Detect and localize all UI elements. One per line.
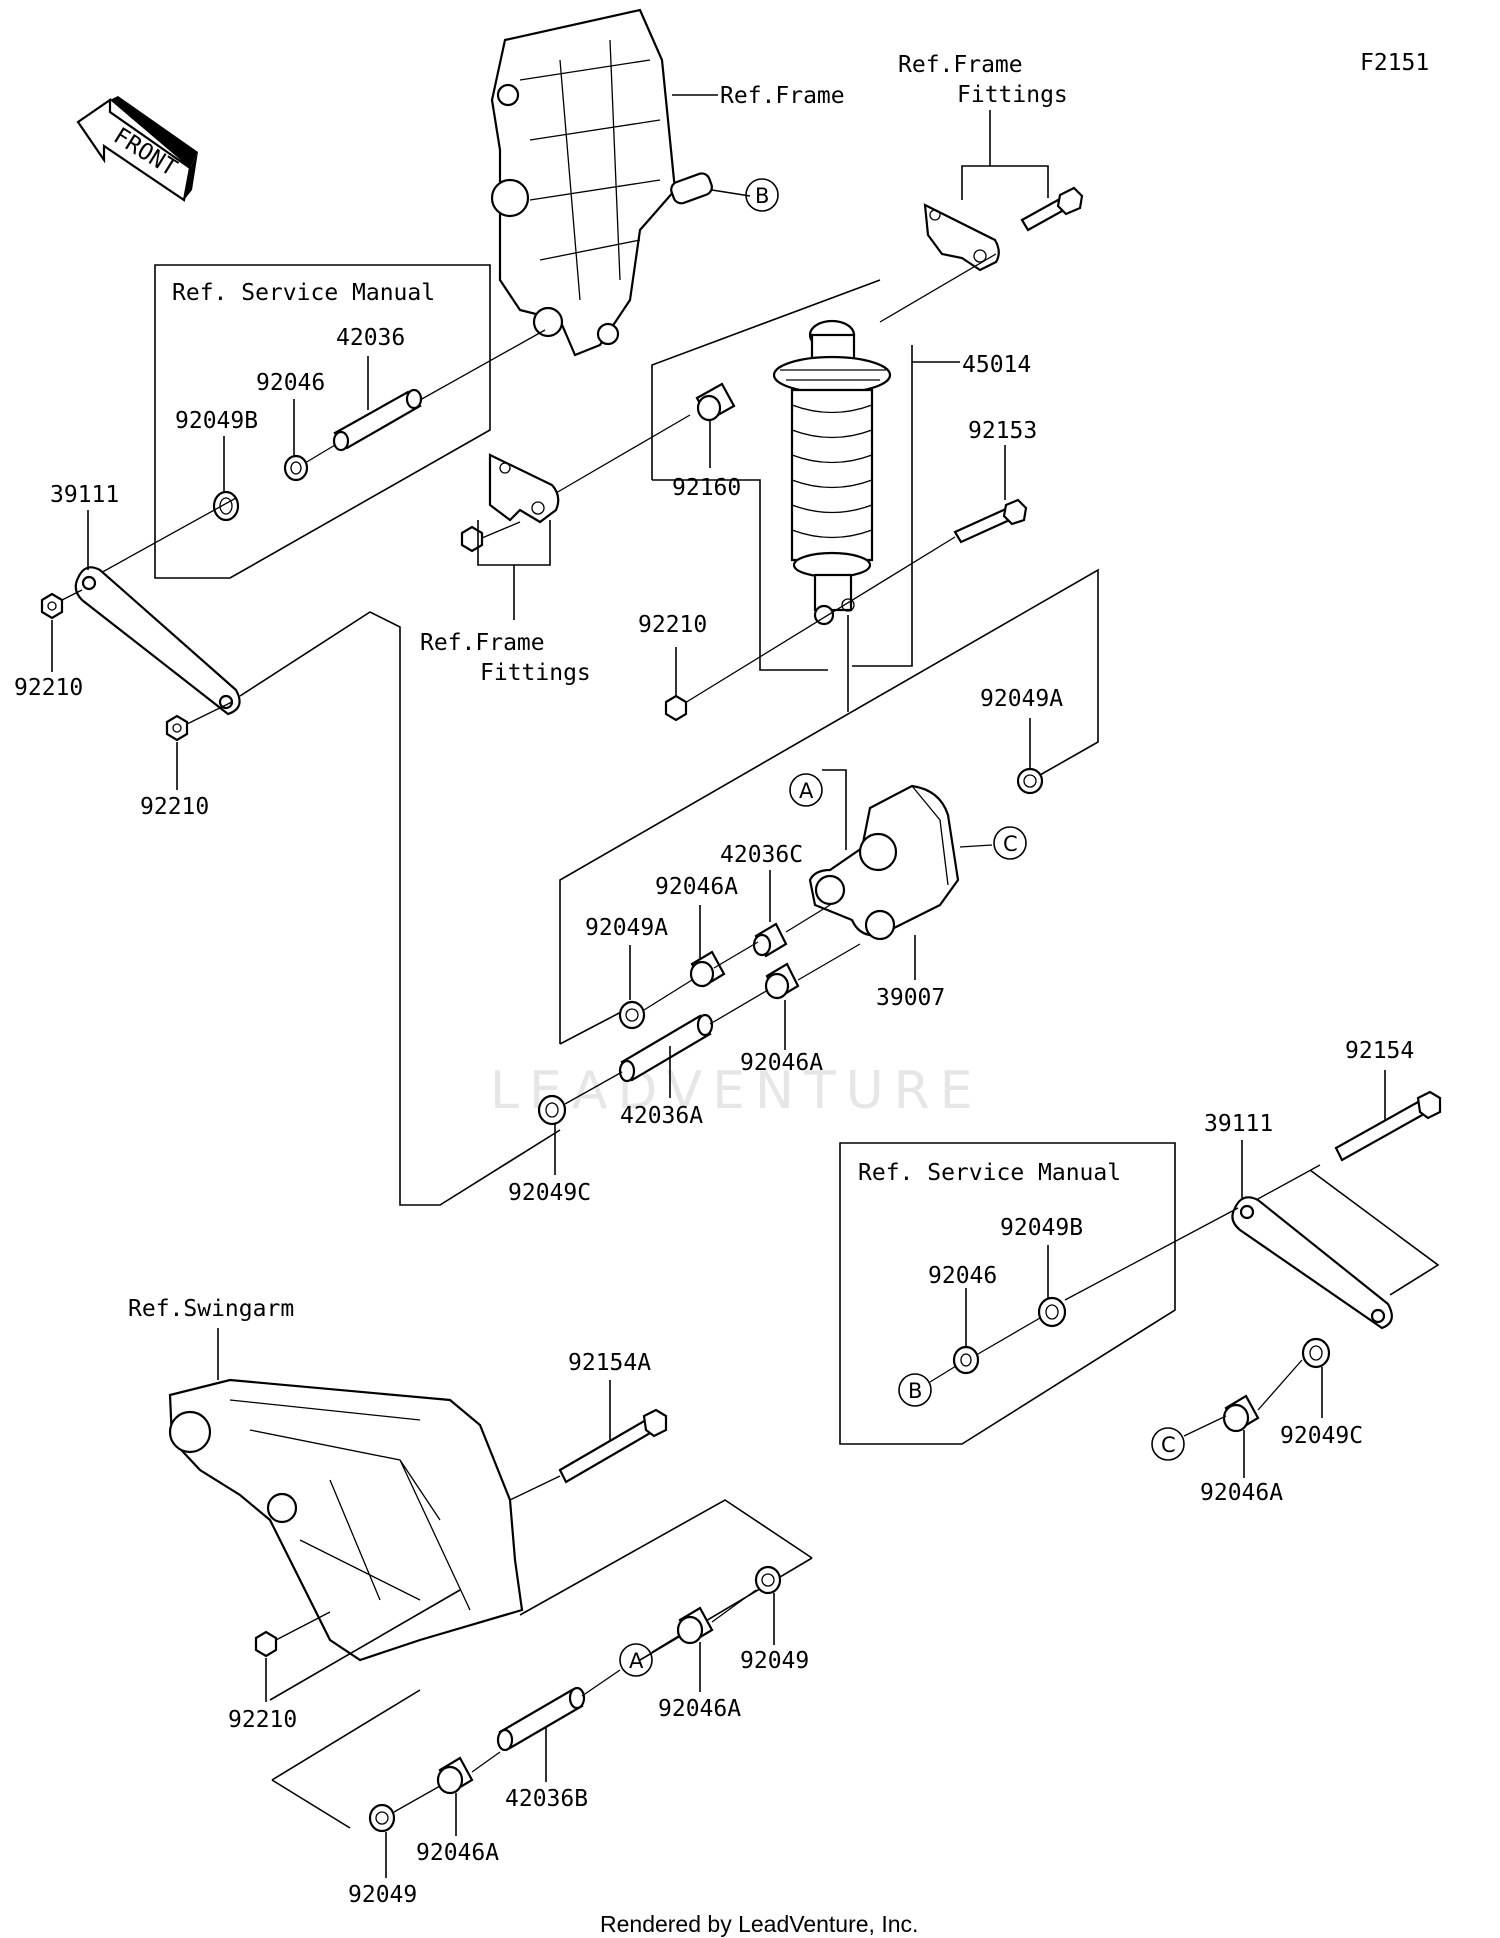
svg-text:92154: 92154 (1345, 1038, 1414, 1064)
link-39111-left (74, 566, 241, 716)
seal-92049A-left (618, 1000, 646, 1030)
frame-part (490, 8, 713, 357)
svg-text:92160: 92160 (672, 475, 741, 501)
svg-text:92046: 92046 (928, 1263, 997, 1289)
svg-text:42036B: 42036B (505, 1786, 588, 1812)
bolt-92154 (1334, 1090, 1442, 1162)
nut-frame-fitting-mid (460, 525, 484, 553)
bearing-92046 (283, 454, 309, 482)
svg-text:92154A: 92154A (568, 1350, 651, 1376)
svg-text:92049: 92049 (348, 1882, 417, 1908)
svg-text:92210: 92210 (638, 612, 707, 638)
bearing-92046-right (952, 1345, 980, 1375)
nut-92210-b (165, 714, 189, 742)
watermark: LEADVENTURE (490, 1061, 983, 1121)
seal-92049-a (754, 1565, 782, 1595)
svg-text:92046A: 92046A (416, 1840, 499, 1866)
bearing-92046A-bottom-1 (676, 1606, 714, 1645)
svg-text:92049: 92049 (740, 1648, 809, 1674)
bearing-92046A-bottom-2 (436, 1756, 474, 1795)
svg-text:45014: 45014 (962, 352, 1031, 378)
svg-text:A: A (629, 1649, 644, 1673)
bolt-frame-fitting-top (1020, 186, 1084, 232)
sleeve-42036C (752, 922, 788, 958)
callout-a-rocker: A (789, 773, 823, 807)
callout-b-right: B (898, 1373, 932, 1407)
ref-service-manual-left: Ref. Service Manual (172, 280, 435, 306)
bolt-92154A (558, 1408, 668, 1484)
svg-text:92210: 92210 (14, 675, 83, 701)
svg-text:92046A: 92046A (658, 1696, 741, 1722)
front-arrow-icon: FRONT (76, 96, 198, 202)
bearing-92046A-top (689, 950, 726, 988)
svg-text:42036A: 42036A (620, 1103, 703, 1129)
svg-text:92046A: 92046A (1200, 1480, 1283, 1506)
svg-text:B: B (908, 1379, 922, 1403)
svg-text:39111: 39111 (1204, 1111, 1273, 1137)
bearing-92046A-right (1222, 1394, 1260, 1433)
seal-92049C-right (1301, 1337, 1331, 1369)
sleeve-42036A (618, 1013, 714, 1083)
seal-92049C-mid (537, 1094, 567, 1126)
nut-92210-a (40, 592, 64, 620)
svg-text:B: B (755, 184, 769, 208)
svg-text:Ref.Frame: Ref.Frame (898, 52, 1023, 78)
nut-92210-c (664, 694, 688, 722)
seal-92049A-right (1016, 767, 1044, 795)
link-39111-right (1231, 1196, 1393, 1330)
figure-code: F2151 (1360, 50, 1429, 76)
svg-text:92049A: 92049A (585, 915, 668, 941)
svg-text:92046A: 92046A (655, 874, 738, 900)
nut-92210-d (254, 1630, 278, 1658)
seal-92049-b (368, 1803, 396, 1833)
svg-text:92210: 92210 (228, 1707, 297, 1733)
svg-text:92049C: 92049C (508, 1180, 591, 1206)
frame-fitting-mid (488, 453, 560, 524)
svg-text:92210: 92210 (140, 794, 209, 820)
bushing-92160 (695, 382, 736, 422)
ref-swingarm-label: Ref.Swingarm (128, 1296, 294, 1322)
bolt-92153 (953, 498, 1028, 544)
sleeve-42036B (496, 1686, 586, 1752)
seal-92049B-left (212, 490, 240, 522)
svg-text:92046: 92046 (256, 370, 325, 396)
svg-text:Fittings: Fittings (957, 82, 1068, 108)
svg-text:92049B: 92049B (1000, 1215, 1083, 1241)
callout-c-rocker: C (993, 826, 1027, 860)
svg-text:92046A: 92046A (740, 1050, 823, 1076)
callout-c-right: C (1151, 1427, 1185, 1461)
frame-fitting-top (923, 203, 1000, 272)
bearing-92046A-mid (764, 962, 800, 1000)
svg-text:92049B: 92049B (175, 408, 258, 434)
shock-absorber-45014 (772, 319, 892, 626)
callout-a-bottom: A (619, 1643, 653, 1677)
svg-text:Ref.Frame: Ref.Frame (420, 630, 545, 656)
svg-text:A: A (799, 779, 814, 803)
callout-b-top: B (745, 178, 779, 212)
svg-text:C: C (1161, 1433, 1176, 1457)
sleeve-42036 (332, 388, 423, 452)
svg-text:92153: 92153 (968, 418, 1037, 444)
seal-92049B-right (1037, 1296, 1067, 1328)
footer-credit: Rendered by LeadVenture, Inc. (600, 1911, 918, 1937)
rocker-39007 (808, 784, 960, 941)
svg-text:39007: 39007 (876, 985, 945, 1011)
svg-text:C: C (1003, 832, 1018, 856)
svg-text:92049A: 92049A (980, 686, 1063, 712)
swingarm-part (168, 1378, 524, 1662)
svg-text:42036: 42036 (336, 325, 405, 351)
svg-text:39111: 39111 (50, 482, 119, 508)
svg-text:92049C: 92049C (1280, 1423, 1363, 1449)
svg-text:42036C: 42036C (720, 842, 803, 868)
ref-service-manual-right: Ref. Service Manual (858, 1160, 1121, 1186)
svg-text:Fittings: Fittings (480, 660, 591, 686)
ref-frame-label: Ref.Frame (720, 83, 845, 109)
